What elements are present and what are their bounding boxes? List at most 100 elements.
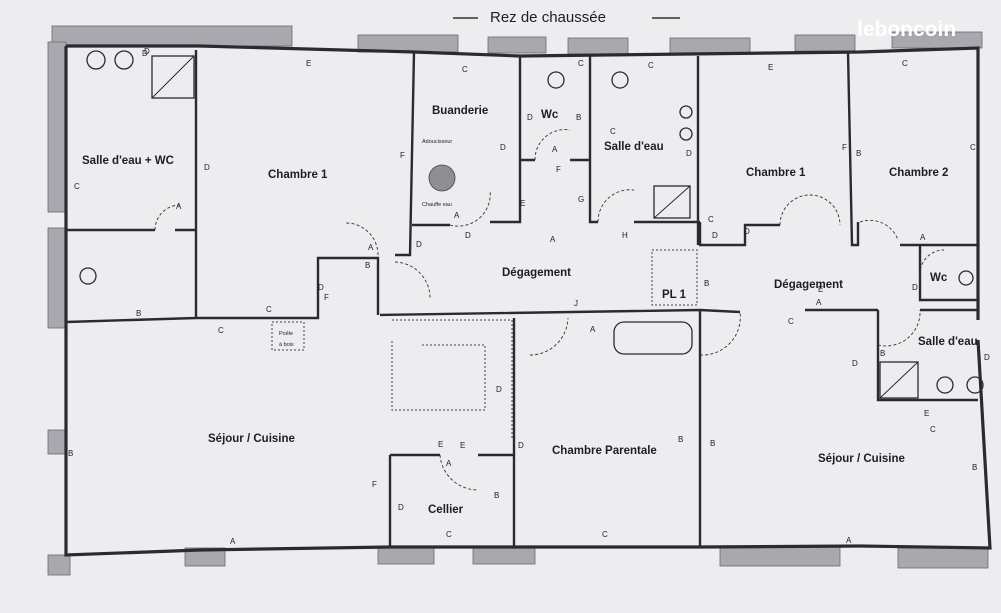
toilet-icon-1	[79, 267, 97, 285]
door-degagement-left	[394, 261, 431, 299]
wall-letters: D E C C C E C D A C D F D A B C A B A D …	[68, 47, 990, 546]
wall-letter: A	[446, 459, 452, 468]
wall-letter: F	[842, 143, 847, 152]
sink-icon-1	[86, 50, 106, 70]
door-salle-eau-right	[877, 309, 921, 347]
shower-diagonal-3	[879, 361, 919, 399]
label-wc-top: Wc	[541, 109, 559, 121]
label-buanderie: Buanderie	[432, 105, 488, 117]
wall-letter: D	[496, 385, 502, 394]
wall-letter: D	[686, 149, 692, 158]
sink-icon-2	[114, 50, 134, 70]
label-adoucisseur: Adoucisseur	[422, 139, 452, 145]
wall-letter: B	[576, 113, 581, 122]
wall-letter: B	[678, 435, 683, 444]
wall-letter: A	[552, 145, 558, 154]
wall-wc-right	[918, 245, 978, 302]
window-bottom-1	[184, 547, 226, 567]
wall-letter: C	[930, 425, 936, 434]
wall-letter: B	[710, 439, 715, 448]
wall-letter: A	[816, 298, 822, 307]
wall-letter: A	[550, 235, 556, 244]
wall-letter: E	[818, 285, 823, 294]
wall-letter: B	[880, 349, 885, 358]
label-wc-right: Wc	[930, 272, 948, 284]
label-salle-eau-top: Salle d'eau	[604, 141, 664, 153]
wall-letter: D	[744, 227, 750, 236]
wall-letter: D	[500, 143, 506, 152]
wall-letter: A	[920, 233, 926, 242]
wall-letter: B	[856, 149, 861, 158]
wall-letter: D	[912, 283, 918, 292]
wall-letter: A	[590, 325, 596, 334]
toilet-icon-3	[611, 71, 629, 89]
plan-title: Rez de chaussée	[490, 9, 606, 26]
door-swings	[154, 129, 945, 491]
door-chambre1-left	[345, 222, 379, 256]
wall-letter: C	[708, 215, 714, 224]
toilet-icon-4	[958, 270, 974, 286]
door-sejour-right	[699, 311, 741, 356]
wall-letter: C	[648, 61, 654, 70]
window-top-left	[51, 25, 293, 47]
fixtures	[79, 50, 984, 399]
placard-pl1-outline	[651, 249, 698, 306]
wall-letter: E	[438, 440, 443, 449]
wall-letter: A	[454, 211, 460, 220]
wall-letter: D	[204, 163, 210, 172]
fixture-labels: Adoucisseur Chauffe eau Poêle à bois	[279, 139, 452, 348]
wall-letter: C	[970, 143, 976, 152]
label-salle-eau-right: Salle d'eau	[918, 336, 978, 348]
wall-letter: C	[266, 305, 272, 314]
wall-letter: F	[324, 293, 329, 302]
sink-icon-3	[679, 105, 693, 119]
door-chambre1-right	[779, 194, 841, 226]
label-degagement-left: Dégagement	[502, 267, 571, 279]
wall-letter: D	[144, 47, 150, 56]
wall-letter: A	[368, 243, 374, 252]
label-degagement-right: Dégagement	[774, 279, 843, 291]
poele-outline	[271, 321, 305, 351]
wall-letter: C	[462, 65, 468, 74]
wall-letter: B	[704, 279, 709, 288]
wall-letter: F	[400, 151, 405, 160]
door-chambre-parentale	[529, 317, 569, 356]
label-poele-2: à bois	[279, 342, 294, 348]
label-chambre-parentale: Chambre Parentale	[552, 445, 657, 457]
wall-letter: C	[74, 182, 80, 191]
wall-letter: B	[494, 491, 499, 500]
wall-letter: C	[602, 530, 608, 539]
label-chambre1-left: Chambre 1	[268, 169, 328, 181]
shower-diagonal-2	[653, 185, 691, 219]
wall-letter: D	[527, 113, 533, 122]
shower-diagonal-1	[151, 55, 195, 99]
wall-letter: C	[446, 530, 452, 539]
wall-letter: C	[578, 59, 584, 68]
wall-letter: E	[306, 59, 311, 68]
wall-letter: E	[924, 409, 929, 418]
wall-letter: D	[318, 283, 324, 292]
window-bottom-5	[897, 547, 989, 569]
wall-chambre-parentale	[512, 310, 702, 547]
wall-letter: D	[712, 231, 718, 240]
sink-icon-6	[966, 376, 984, 394]
label-pl1: PL 1	[662, 289, 687, 301]
label-sejour-cuisine-right: Séjour / Cuisine	[818, 453, 905, 465]
wall-letter: E	[768, 63, 773, 72]
window-bottom-2	[377, 545, 435, 565]
wall-chambre1-left-bottom	[65, 50, 380, 324]
wall-letter: D	[465, 231, 471, 240]
window-top-2	[487, 36, 547, 54]
label-salle-eau-wc: Salle d'eau + WC	[82, 155, 174, 167]
shower-icon-1	[151, 55, 195, 99]
wall-letter: B	[136, 309, 141, 318]
kitchen-island-outline	[391, 319, 513, 440]
wall-letter: J	[574, 299, 578, 308]
wall-letter: A	[176, 202, 182, 211]
wall-letter: C	[610, 127, 616, 136]
wall-letter: A	[230, 537, 236, 546]
leboncoin-watermark: leboncoin	[857, 18, 956, 41]
wall-letter: B	[68, 449, 73, 458]
